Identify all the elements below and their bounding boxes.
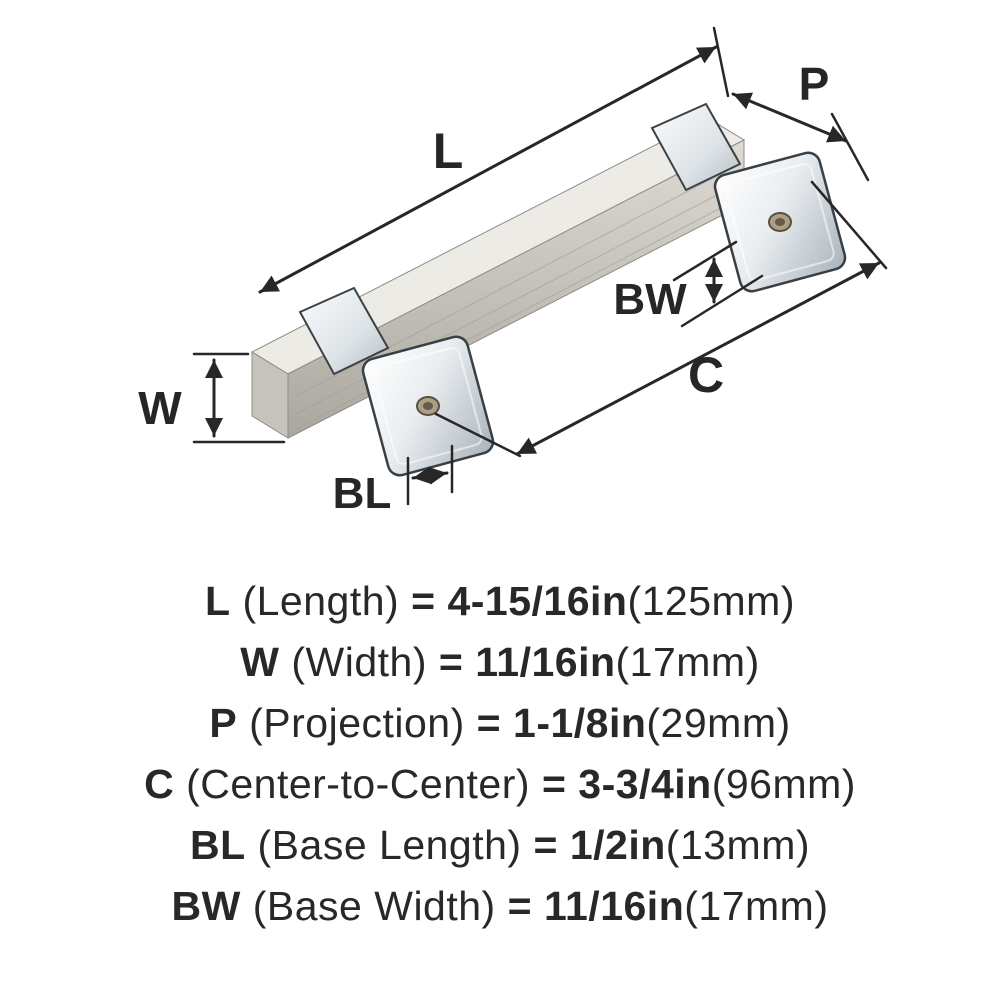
spec-value: 1/2in bbox=[569, 822, 666, 869]
dim-line-BL bbox=[411, 466, 449, 485]
spec-row-width: W (Width) = 11/16in(17mm) bbox=[0, 641, 1000, 684]
spec-value: 3-3/4in bbox=[578, 761, 712, 808]
spec-row-length: L (Length) = 4-15/16in(125mm) bbox=[0, 578, 1000, 624]
spec-equals: = bbox=[541, 761, 567, 808]
spec-row-center-to-center: C (Center-to-Center) = 3-3/4in(96mm) bbox=[0, 763, 1000, 806]
dim-ext-BW-bottom bbox=[680, 274, 764, 328]
spec-key: C bbox=[144, 761, 175, 808]
handle-diagram-svg: L P W BW C BL bbox=[138, 26, 888, 518]
spec-metric: (13mm) bbox=[665, 822, 811, 869]
label-BW: BW bbox=[613, 275, 687, 324]
spec-equals: = bbox=[507, 883, 533, 930]
spec-key: BL bbox=[189, 822, 246, 869]
spec-metric: (96mm) bbox=[711, 761, 856, 808]
label-L: L bbox=[433, 123, 464, 179]
dim-ext-C-right bbox=[810, 180, 888, 270]
label-BL: BL bbox=[333, 469, 392, 518]
spec-list: L (Length) = 4-15/16in(125mm) W (Width) … bbox=[0, 578, 1000, 928]
spec-metric: (29mm) bbox=[646, 700, 791, 747]
spec-row-base-width: BW (Base Width) = 11/16in(17mm) bbox=[0, 885, 1000, 928]
spec-name: (Projection) bbox=[249, 700, 465, 747]
spec-key: L bbox=[205, 578, 231, 624]
spec-metric: (17mm) bbox=[615, 639, 760, 686]
spec-equals: = bbox=[476, 700, 502, 747]
spec-name: (Base Width) bbox=[252, 883, 496, 930]
spec-metric: (17mm) bbox=[684, 883, 829, 930]
label-C: C bbox=[688, 347, 724, 403]
spec-key: W bbox=[240, 639, 280, 686]
spec-value: 1-1/8in bbox=[513, 700, 647, 747]
dim-ext-L-right bbox=[712, 26, 730, 98]
spec-metric: (125mm) bbox=[627, 578, 795, 624]
dim-ext-P-right bbox=[830, 112, 870, 182]
dim-line-C bbox=[515, 261, 881, 456]
spec-equals: = bbox=[438, 639, 464, 686]
dimension-lines bbox=[192, 26, 888, 506]
handle-dimension-diagram: L P W BW C BL bbox=[138, 26, 888, 518]
spec-value: 4-15/16in bbox=[447, 578, 628, 624]
spec-row-projection: P (Projection) = 1-1/8in(29mm) bbox=[0, 702, 1000, 745]
spec-row-base-length: BL (Base Length) = 1/2in(13mm) bbox=[0, 824, 1000, 867]
spec-value: 11/16in bbox=[543, 883, 685, 930]
spec-name: (Width) bbox=[291, 639, 427, 686]
label-P: P bbox=[799, 58, 830, 110]
dim-line-L bbox=[258, 45, 718, 294]
spec-name: (Base Length) bbox=[257, 822, 522, 869]
dim-line-P bbox=[731, 92, 848, 143]
spec-name: (Length) bbox=[242, 578, 400, 624]
spec-equals: = bbox=[411, 578, 436, 624]
spec-name: (Center-to-Center) bbox=[186, 761, 531, 808]
spec-key: BW bbox=[171, 883, 241, 930]
label-W: W bbox=[138, 382, 182, 434]
spec-key: P bbox=[209, 700, 238, 747]
spec-value: 11/16in bbox=[475, 639, 616, 686]
spec-equals: = bbox=[533, 822, 558, 869]
dim-ext-C-left bbox=[434, 412, 522, 458]
